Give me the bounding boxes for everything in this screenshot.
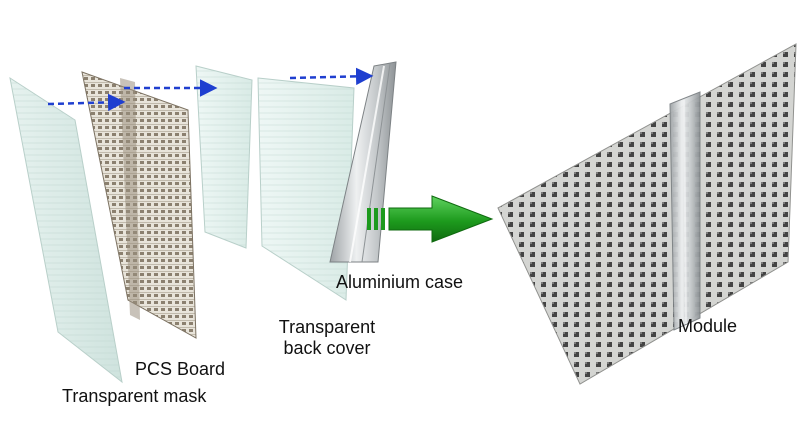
aluminium-case bbox=[329, 61, 397, 263]
back-cover-panel-front bbox=[195, 65, 253, 249]
back-cover-panel-rear bbox=[257, 77, 355, 301]
pcs-board-label: PCS Board bbox=[135, 359, 226, 379]
dashed-arrow-icon bbox=[289, 67, 374, 86]
pcs-board-panel bbox=[81, 71, 197, 339]
module-label: Module bbox=[678, 316, 738, 336]
dashed-arrow-icon bbox=[47, 93, 126, 112]
big-green-arrow-icon bbox=[367, 195, 494, 243]
transparent-mask-label: Transparent mask bbox=[62, 386, 207, 406]
module-panel bbox=[497, 43, 797, 385]
back-cover-label-line1: Transparent bbox=[278, 317, 376, 337]
transparent-mask-panel bbox=[9, 76, 123, 384]
back-cover-label-line2: back cover bbox=[283, 338, 371, 358]
aluminium-case-label: Aluminium case bbox=[336, 272, 464, 292]
back-cover-label: Transparent back cover bbox=[262, 317, 392, 359]
